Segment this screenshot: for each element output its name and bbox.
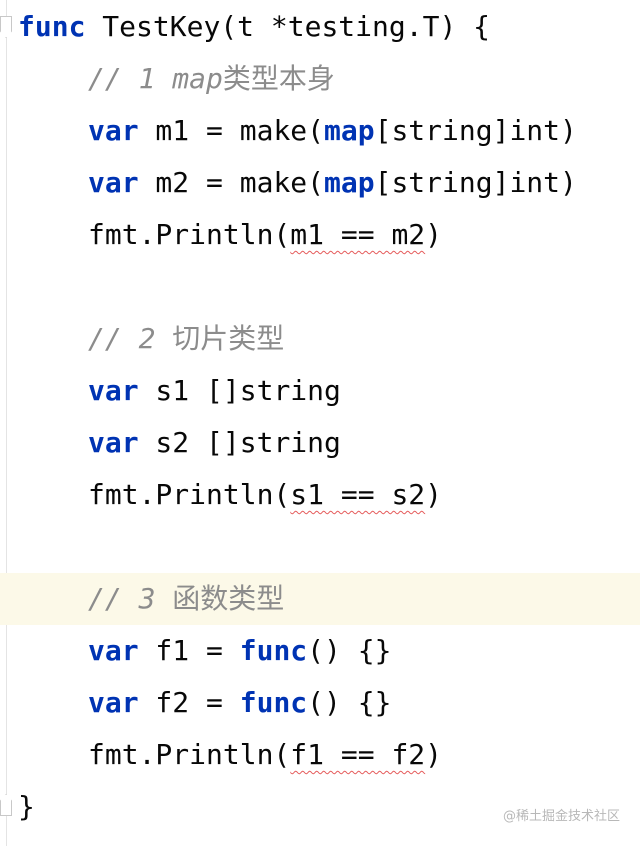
code-text: fmt.Println(: [88, 738, 291, 771]
comment: // 1 map类型本身: [88, 62, 335, 95]
comment-text-zh: 切片类型: [172, 322, 285, 355]
keyword: var: [88, 686, 139, 719]
code-line-12-current[interactable]: // 3 函数类型: [0, 573, 640, 625]
keyword: map: [324, 114, 375, 147]
code-text: [string]int): [374, 166, 577, 199]
code-line-7[interactable]: // 2 切片类型: [18, 313, 640, 365]
comment-text: // 1 map: [88, 62, 223, 95]
warning-expression[interactable]: f1 == f2: [290, 738, 426, 771]
code-text: ): [425, 478, 443, 511]
code-line-4[interactable]: var m2 = make(map[string]int): [18, 157, 640, 209]
code-line-8[interactable]: var s1 []string: [18, 365, 640, 417]
code-text: [string]int): [374, 114, 577, 147]
code-text: f2 =: [138, 686, 240, 719]
comment-text: // 2: [88, 322, 173, 355]
code-text: s1 []string: [138, 374, 341, 407]
comment: // 3 函数类型: [88, 582, 284, 615]
warning-expression[interactable]: m1 == m2: [290, 218, 426, 251]
code-line-2[interactable]: // 1 map类型本身: [18, 53, 640, 105]
editor-gutter: [6, 0, 7, 846]
watermark: @稀土掘金技术社区: [502, 809, 620, 824]
code-text: s2 []string: [138, 426, 341, 459]
keyword: var: [88, 166, 139, 199]
fold-toggle-icon[interactable]: [0, 16, 12, 38]
fold-end-icon[interactable]: [0, 794, 12, 816]
code-line-16[interactable]: }: [18, 781, 640, 833]
code-line-15[interactable]: fmt.Println(f1 == f2): [18, 729, 640, 781]
code-text: }: [18, 790, 35, 823]
code-text: m1 = make(: [138, 114, 325, 147]
code-line-13[interactable]: var f1 = func() {}: [18, 625, 640, 677]
code-line-1[interactable]: func TestKey(t *testing.T) {: [18, 1, 640, 53]
code-text: TestKey(t *testing.T) {: [85, 10, 491, 43]
warning-expression[interactable]: s1 == s2: [290, 478, 426, 511]
code-text: fmt.Println(: [88, 478, 291, 511]
code-text: () {}: [307, 634, 392, 667]
comment-text: // 3: [88, 582, 173, 615]
keyword: map: [324, 166, 375, 199]
keyword: func: [239, 686, 308, 719]
code-line-3[interactable]: var m1 = make(map[string]int): [18, 105, 640, 157]
code-line-10[interactable]: fmt.Println(s1 == s2): [18, 469, 640, 521]
code-text: ): [425, 738, 443, 771]
code-text: () {}: [307, 686, 392, 719]
code-text: f1 =: [138, 634, 240, 667]
keyword: func: [239, 634, 308, 667]
code-text: ): [425, 218, 443, 251]
keyword: var: [88, 426, 139, 459]
keyword: var: [88, 634, 139, 667]
code-line-14[interactable]: var f2 = func() {}: [18, 677, 640, 729]
keyword: var: [88, 374, 139, 407]
keyword: func: [18, 10, 86, 43]
keyword: var: [88, 114, 139, 147]
code-text: fmt.Println(: [88, 218, 291, 251]
code-line-5[interactable]: fmt.Println(m1 == m2): [18, 209, 640, 261]
code-text: m2 = make(: [138, 166, 325, 199]
comment: // 2 切片类型: [88, 322, 284, 355]
comment-text-zh: 函数类型: [172, 582, 285, 615]
code-line-9[interactable]: var s2 []string: [18, 417, 640, 469]
comment-text-zh: 类型本身: [222, 62, 335, 95]
